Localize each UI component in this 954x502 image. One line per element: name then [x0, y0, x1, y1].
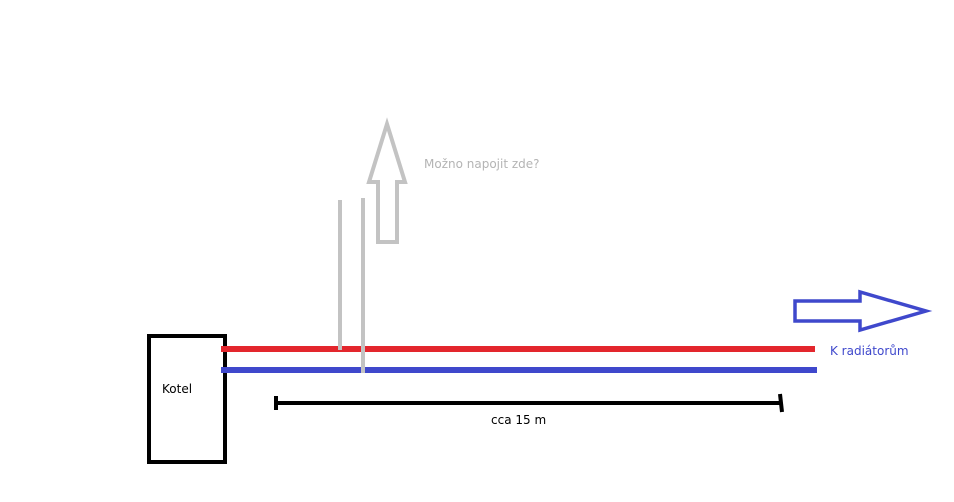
boiler-label: Kotel	[162, 382, 192, 396]
connect-here-arrow-icon	[366, 117, 408, 244]
distance-label: cca 15 m	[491, 413, 546, 427]
connect-here-question: Možno napojit zde?	[424, 157, 540, 171]
distance-tick-right	[778, 393, 784, 413]
radiators-arrow-icon	[793, 289, 933, 333]
radiators-label: K radiátorům	[830, 344, 909, 358]
boiler-box	[147, 334, 227, 464]
